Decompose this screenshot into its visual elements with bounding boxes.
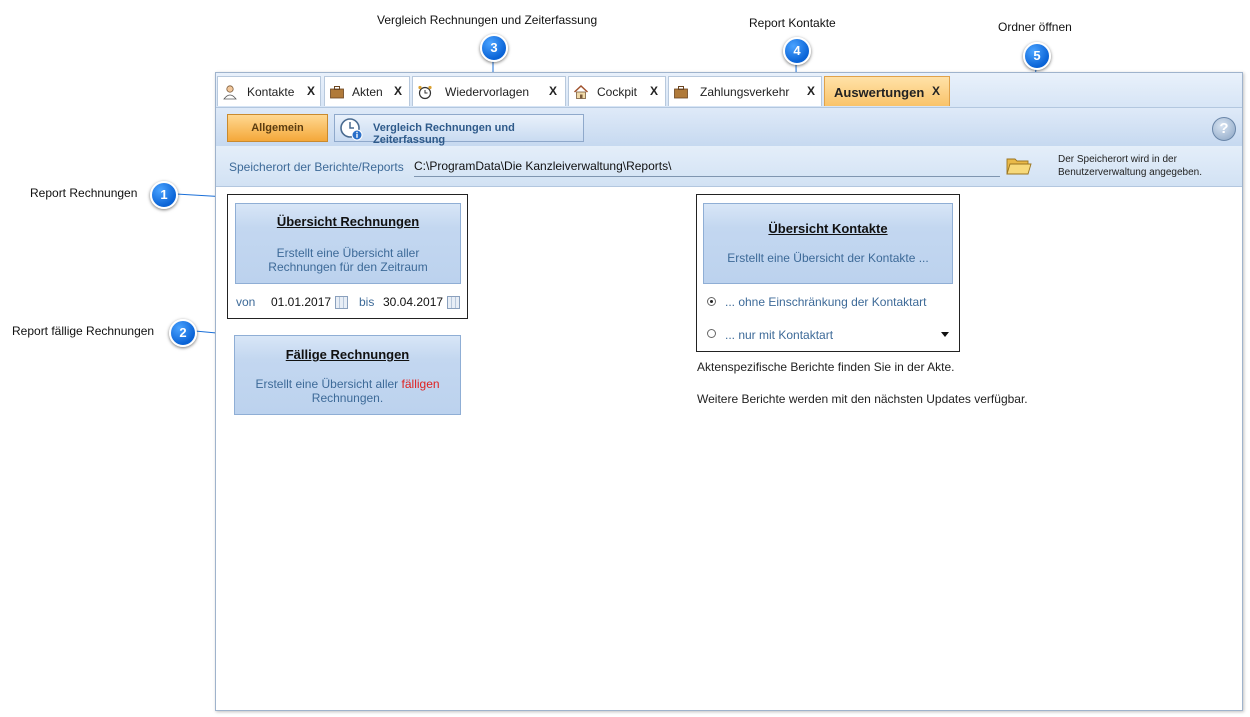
storage-path-label: Speicherort der Berichte/Reports	[229, 160, 404, 174]
clock-info-icon	[340, 118, 363, 141]
card-desc-highlight: fälligen	[401, 377, 440, 391]
card-desc-line1: Erstellt eine Übersicht aller fälligen	[235, 377, 460, 391]
callout-label-report-faellige-rechnungen: Report fällige Rechnungen	[12, 324, 155, 338]
house-icon	[573, 84, 589, 99]
folder-open-icon[interactable]	[1006, 154, 1032, 178]
tab-kontakte[interactable]: Kontakte X	[217, 76, 321, 106]
tab-close-button[interactable]: X	[650, 84, 659, 98]
tab-label: Kontakte	[247, 85, 295, 99]
card-title: Übersicht Rechnungen	[276, 214, 420, 229]
card-desc: Erstellt eine Übersicht der Kontakte ...	[727, 251, 929, 265]
tab-akten[interactable]: Akten X	[324, 76, 410, 106]
toolbar: Allgemein Vergleich Rechnungen und Zeite…	[216, 107, 1242, 147]
calendar-icon[interactable]	[447, 296, 460, 309]
tab-close-button[interactable]: X	[394, 84, 403, 98]
tab-wiedervorlagen[interactable]: Wiedervorlagen X	[412, 76, 566, 106]
tab-auswertungen[interactable]: Auswertungen X	[824, 76, 950, 106]
callout-label-vergleich: Vergleich Rechnungen und Zeiterfassung	[377, 13, 598, 27]
radio-nur-mit-kontaktart-label[interactable]: ... nur mit Kontaktart	[725, 328, 834, 342]
person-icon	[223, 85, 237, 100]
briefcase-icon	[674, 86, 688, 99]
callout-label-report-kontakte: Report Kontakte	[749, 16, 836, 30]
storage-path-hint: Der Speicherort wird in der Benutzerverw…	[1058, 153, 1202, 179]
callout-label-ordner-oeffnen: Ordner öffnen	[998, 20, 1072, 34]
uebersicht-kontakte-button[interactable]: Übersicht Kontakte Erstellt eine Übersic…	[703, 203, 953, 284]
von-label: von	[236, 295, 256, 309]
callout-badge-2: 2	[169, 319, 197, 347]
radio-nur-mit-kontaktart[interactable]	[707, 329, 716, 338]
storage-path-bar: Speicherort der Berichte/Reports C:\Prog…	[216, 146, 1242, 187]
tab-cockpit[interactable]: Cockpit X	[568, 76, 666, 106]
card-title: Übersicht Kontakte	[768, 221, 888, 236]
help-icon[interactable]: ?	[1212, 117, 1236, 141]
vergleich-rechnungen-zeiterfassung-button[interactable]: Vergleich Rechnungen und Zeiterfassung	[334, 114, 584, 146]
tab-zahlungsverkehr[interactable]: Zahlungsverkehr X	[668, 76, 822, 106]
storage-path-hint-line2: Benutzerverwaltung angegeben.	[1058, 167, 1202, 178]
card-desc-line2: Rechnungen für den Zeitraum	[268, 260, 428, 274]
callout-badge-3: 3	[480, 34, 508, 62]
card-desc-text: Erstellt eine Übersicht aller	[255, 377, 402, 391]
tab-close-button[interactable]: X	[549, 84, 558, 98]
vergleich-button-label: Vergleich Rechnungen und Zeiterfassung	[373, 122, 515, 146]
card-title: Fällige Rechnungen	[285, 347, 410, 362]
tab-label: Cockpit	[597, 85, 638, 99]
report-kontakte-frame: Übersicht Kontakte Erstellt eine Übersic…	[696, 194, 960, 352]
radio-ohne-einschraenkung-label[interactable]: ... ohne Einschränkung der Kontaktart	[725, 295, 927, 309]
bis-label: bis	[359, 295, 375, 309]
faellige-rechnungen-button[interactable]: Fällige Rechnungen Erstellt eine Übersic…	[234, 335, 461, 415]
tab-close-button[interactable]: X	[932, 84, 941, 98]
tab-close-button[interactable]: X	[807, 84, 816, 98]
callout-badge-4: 4	[783, 37, 811, 65]
calendar-icon[interactable]	[335, 296, 348, 309]
bis-date-field[interactable]: 30.04.2017	[383, 295, 444, 309]
briefcase-icon	[330, 86, 344, 99]
card-desc-line2: Rechnungen.	[311, 391, 384, 405]
report-rechnungen-frame: Übersicht Rechnungen Erstellt eine Übers…	[227, 194, 468, 319]
tab-label: Akten	[352, 85, 383, 99]
card-desc-line1: Erstellt eine Übersicht aller	[276, 246, 420, 260]
allgemein-button[interactable]: Allgemein	[227, 114, 328, 142]
von-date-field[interactable]: 01.01.2017	[271, 295, 332, 309]
storage-path-hint-line1: Der Speicherort wird in der	[1058, 154, 1177, 165]
tab-strip: Kontakte X Akten X Wiedervorlagen X Cock…	[216, 73, 1242, 107]
tab-close-button[interactable]: X	[307, 84, 316, 98]
callout-label-report-rechnungen: Report Rechnungen	[30, 186, 138, 200]
storage-path-field[interactable]: C:\ProgramData\Die Kanzleiverwaltung\Rep…	[414, 159, 1000, 177]
radio-ohne-einschraenkung[interactable]	[707, 297, 716, 306]
callout-badge-1: 1	[150, 181, 178, 209]
tab-label: Auswertungen	[834, 85, 925, 100]
callout-badge-5: 5	[1023, 42, 1051, 70]
tab-label: Zahlungsverkehr	[700, 85, 790, 99]
alarm-clock-icon	[418, 85, 432, 100]
tab-label: Wiedervorlagen	[445, 85, 530, 99]
app-window: Kontakte X Akten X Wiedervorlagen X Cock…	[215, 72, 1243, 711]
info-weitere-berichte: Weitere Berichte werden mit den nächsten…	[697, 392, 1028, 406]
kontaktart-dropdown-icon[interactable]	[941, 332, 949, 337]
uebersicht-rechnungen-button[interactable]: Übersicht Rechnungen Erstellt eine Übers…	[235, 203, 461, 284]
info-aktenspezifisch: Aktenspezifische Berichte finden Sie in …	[697, 360, 955, 374]
